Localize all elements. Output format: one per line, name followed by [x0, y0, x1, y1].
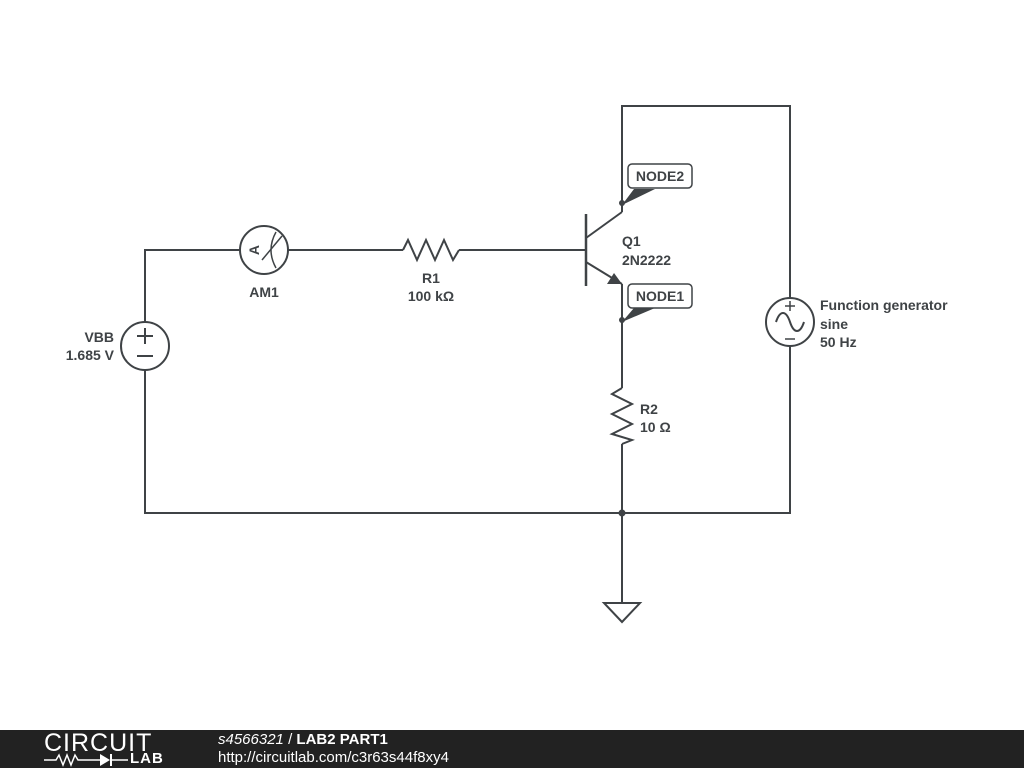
circuitlab-logo[interactable]: CIRCUIT LAB	[44, 729, 184, 768]
function-generator[interactable]	[765, 297, 815, 347]
q1-label: Q1	[622, 233, 641, 249]
vbb-source[interactable]	[120, 321, 170, 371]
footer-username[interactable]: s4566321	[218, 731, 284, 748]
r2-label: R2	[640, 401, 658, 417]
ammeter-am1[interactable]: A	[239, 225, 289, 275]
fg-label: Function generator	[820, 297, 948, 313]
logo-text-lab: LAB	[130, 750, 164, 767]
fg-wave: sine	[820, 316, 848, 332]
footer-url[interactable]: http://circuitlab.com/c3r63s44f8xy4	[218, 749, 449, 766]
ground-symbol[interactable]	[601, 602, 643, 624]
footer-info: s4566321 / LAB2 PART1 http://circuitlab.…	[218, 731, 449, 767]
node1-label: NODE1	[636, 288, 684, 304]
footer-bar: CIRCUIT LAB s4566321 / LAB2 PART1 http:/…	[0, 730, 1024, 768]
logo-resistor-diode-icon	[44, 752, 128, 768]
q1-model: 2N2222	[622, 252, 671, 268]
wires	[144, 105, 791, 602]
transistor-q1[interactable]	[584, 211, 623, 286]
node1-tag[interactable]: NODE1	[619, 283, 693, 323]
footer-circuit-title[interactable]: LAB2 PART1	[296, 731, 388, 748]
node2-tag[interactable]: NODE2	[619, 163, 693, 206]
circuit-schematic: VBB 1.685 V A AM1 R1 100 kΩ Q1 2N2222 NO…	[66, 105, 948, 624]
am1-label: AM1	[249, 284, 279, 300]
resistor-r1[interactable]	[402, 237, 460, 263]
node2-label: NODE2	[636, 168, 684, 184]
r2-value: 10 Ω	[640, 419, 671, 435]
logo-text-circuit: CIRCUIT	[44, 729, 153, 757]
vbb-value: 1.685 V	[66, 347, 115, 363]
resistor-r2[interactable]	[609, 387, 636, 445]
r1-value: 100 kΩ	[408, 288, 454, 304]
vbb-label: VBB	[84, 329, 114, 345]
r1-label: R1	[422, 270, 440, 286]
footer-separator: /	[283, 731, 297, 748]
fg-freq: 50 Hz	[820, 334, 857, 350]
ammeter-symbol: A	[246, 245, 262, 255]
footer-title-line: s4566321 / LAB2 PART1	[218, 731, 449, 749]
